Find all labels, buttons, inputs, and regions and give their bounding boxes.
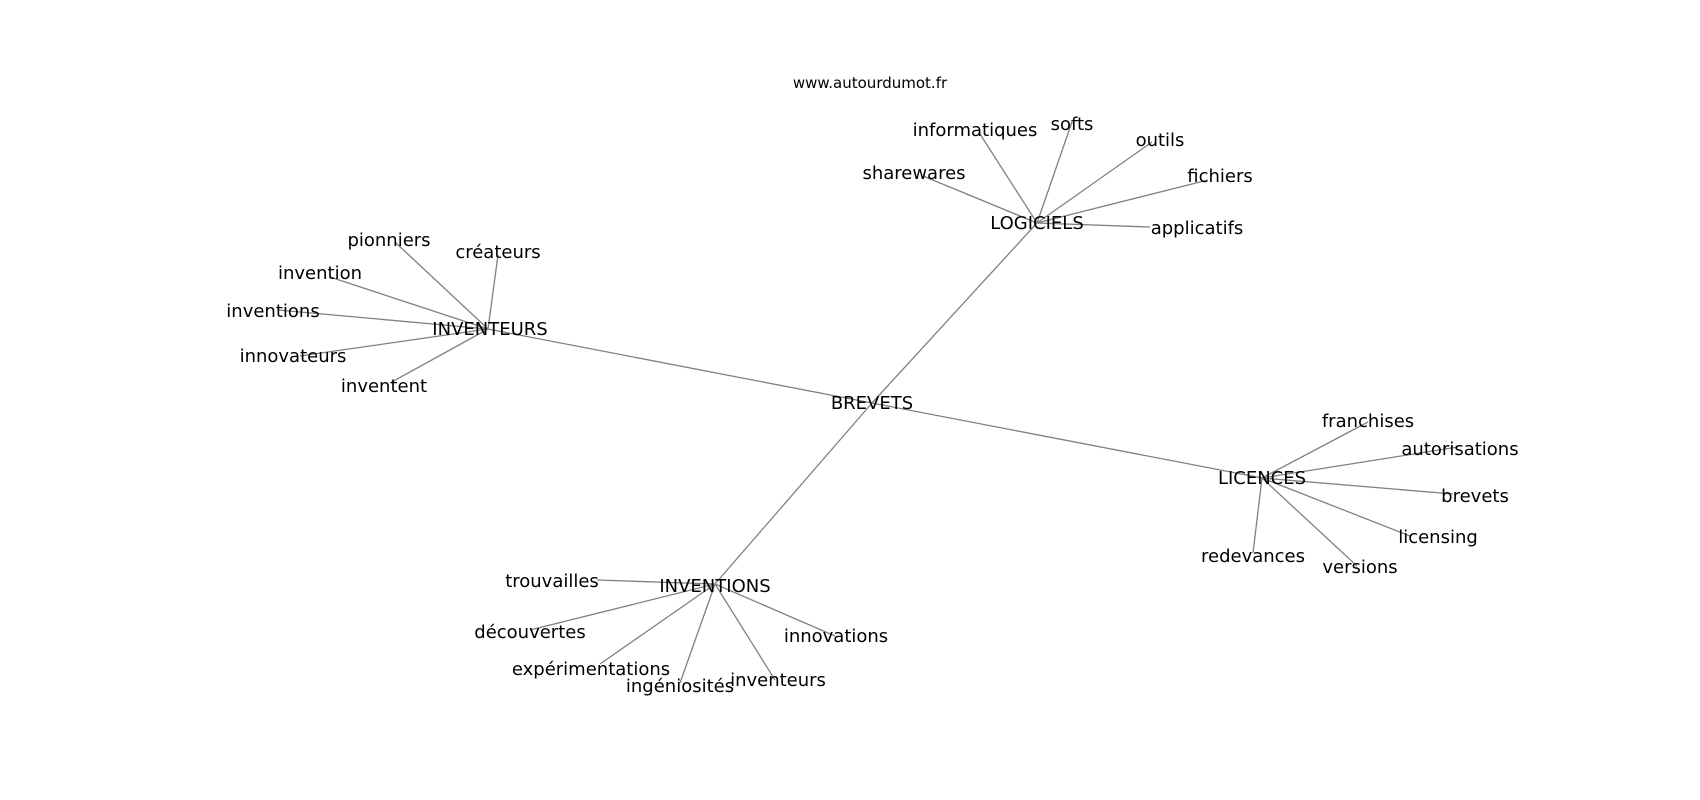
node-leaf-pionniers[interactable]: pionniers <box>347 230 430 251</box>
node-leaf-trouvailles[interactable]: trouvailles <box>505 571 599 592</box>
labels-layer: BREVETS LOGICIELS informatiques softs outils… <box>226 114 1518 697</box>
node-leaf-decouvertes[interactable]: découvertes <box>474 622 585 643</box>
node-leaf-versions[interactable]: versions <box>1322 557 1397 578</box>
node-hub-logiciels[interactable]: LOGICIELS <box>990 213 1084 234</box>
node-hub-inventeurs[interactable]: INVENTEURS <box>432 319 547 340</box>
node-leaf-innovateurs[interactable]: innovateurs <box>240 346 347 367</box>
edge-inventions-ingeniosites <box>680 584 715 683</box>
node-hub-inventions[interactable]: INVENTIONS <box>659 576 770 597</box>
node-leaf-licensing[interactable]: licensing <box>1398 527 1478 548</box>
node-leaf-innovations[interactable]: innovations <box>784 626 888 647</box>
node-leaf-applicatifs[interactable]: applicatifs <box>1151 218 1244 239</box>
edge-logiciels-outils <box>1037 142 1152 223</box>
node-hub-licences[interactable]: LICENCES <box>1218 468 1306 489</box>
edge-inventeurs-createurs <box>488 255 498 329</box>
node-leaf-autorisations[interactable]: autorisations <box>1401 439 1518 460</box>
node-leaf-sharewares[interactable]: sharewares <box>862 163 965 184</box>
edge-center-inventeurs <box>488 329 872 403</box>
node-leaf-informatiques[interactable]: informatiques <box>913 120 1038 141</box>
edge-center-logiciels <box>872 223 1037 403</box>
node-leaf-inventeurs[interactable]: inventeurs <box>730 670 826 691</box>
node-leaf-invention[interactable]: invention <box>278 263 362 284</box>
edge-center-inventions <box>715 403 872 584</box>
node-leaf-franchises[interactable]: franchises <box>1322 411 1414 432</box>
node-leaf-outils[interactable]: outils <box>1136 130 1185 151</box>
node-leaf-redevances[interactable]: redevances <box>1201 546 1305 567</box>
edge-licences-redevances <box>1253 478 1262 553</box>
node-leaf-brevets[interactable]: brevets <box>1441 486 1509 507</box>
node-leaf-inventions[interactable]: inventions <box>226 301 319 322</box>
edge-center-licences <box>872 403 1262 478</box>
edge-logiciels-softs <box>1037 122 1072 223</box>
node-leaf-ingeniosites[interactable]: ingéniosités <box>626 676 734 697</box>
node-center-brevets[interactable]: BREVETS <box>831 393 913 414</box>
edge-inventions-inventeurs <box>715 584 775 680</box>
node-leaf-softs[interactable]: softs <box>1051 114 1094 135</box>
watermark-text[interactable]: www.autourdumot.fr <box>793 74 948 92</box>
node-leaf-inventent[interactable]: inventent <box>341 376 427 397</box>
node-leaf-fichiers[interactable]: fichiers <box>1187 166 1253 187</box>
node-leaf-createurs[interactable]: créateurs <box>455 242 540 263</box>
edge-logiciels-informatiques <box>980 134 1037 223</box>
